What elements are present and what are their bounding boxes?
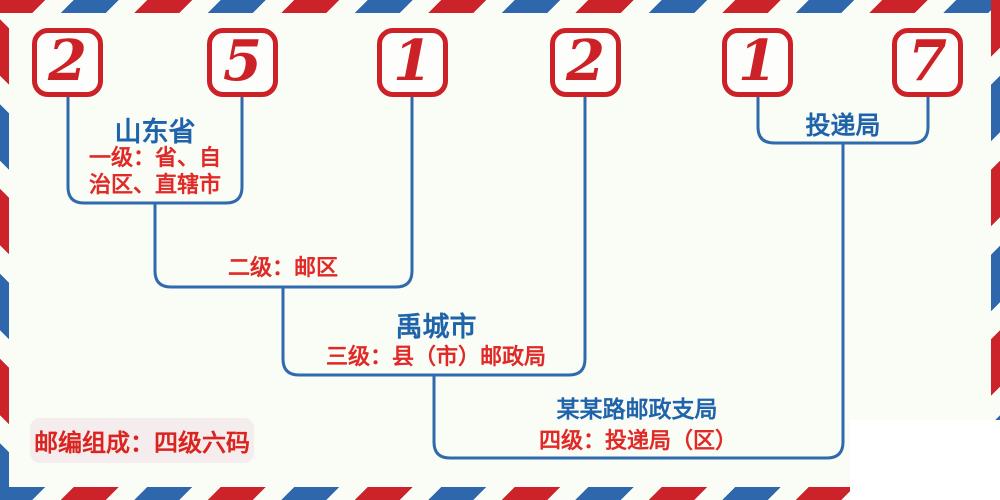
level4-desc-label: 四级：投递局（区） [538,428,737,453]
digit-box-1: 2 [32,28,103,97]
level1-place-label: 山东省 [114,117,196,148]
corner-cover-patch [850,420,1000,500]
composition-badge: 邮编组成：四级六码 [30,418,254,463]
digit-1: 2 [48,27,87,94]
level4-place-label: 某某路邮政支局 [556,396,718,423]
digit-3: 1 [393,27,432,94]
digit-2: 5 [223,27,262,94]
digit-box-3: 1 [377,28,448,97]
composition-badge-text: 邮编组成：四级六码 [34,428,250,457]
airmail-border-right [991,0,1000,500]
airmail-border-left [0,0,9,500]
digit-5: 1 [738,27,777,94]
delivery-bureau-label: 投递局 [805,111,881,140]
digit-box-4: 2 [550,28,621,97]
connector-delivery-bracket [756,97,930,145]
digit-4: 2 [566,27,605,94]
digit-box-5: 1 [722,28,793,97]
airmail-border-top [0,0,1000,13]
digit-box-2: 5 [207,28,278,97]
connector-level4-bracket [432,143,845,460]
level1-desc-label: 一级：省、自 治区、直辖市 [88,145,221,197]
digit-6: 7 [908,27,947,94]
level2-desc-label: 二级：邮区 [227,255,338,280]
level3-desc-label: 三级：县（市）邮政局 [325,344,546,369]
airmail-border-bottom [0,487,1000,500]
level3-place-label: 禹城市 [395,312,477,343]
digit-box-6: 7 [892,28,963,97]
